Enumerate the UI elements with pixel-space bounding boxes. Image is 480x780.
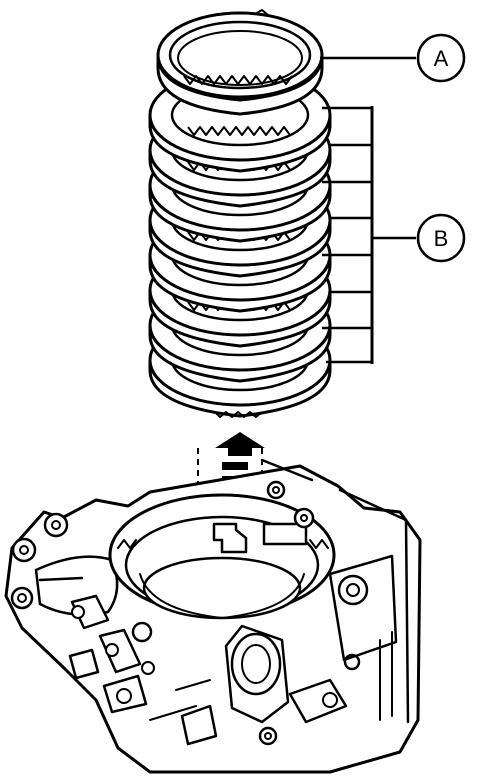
clutch-pack xyxy=(148,9,332,418)
callout-a-circle xyxy=(416,33,466,83)
callout-b-label: B xyxy=(434,226,449,251)
callout-b: B xyxy=(322,106,466,364)
callout-a: A xyxy=(320,33,466,83)
transmission-case xyxy=(4,458,422,774)
retaining-plate xyxy=(156,9,324,116)
callout-a-label: A xyxy=(434,46,449,71)
callout-b-circle xyxy=(416,213,466,263)
